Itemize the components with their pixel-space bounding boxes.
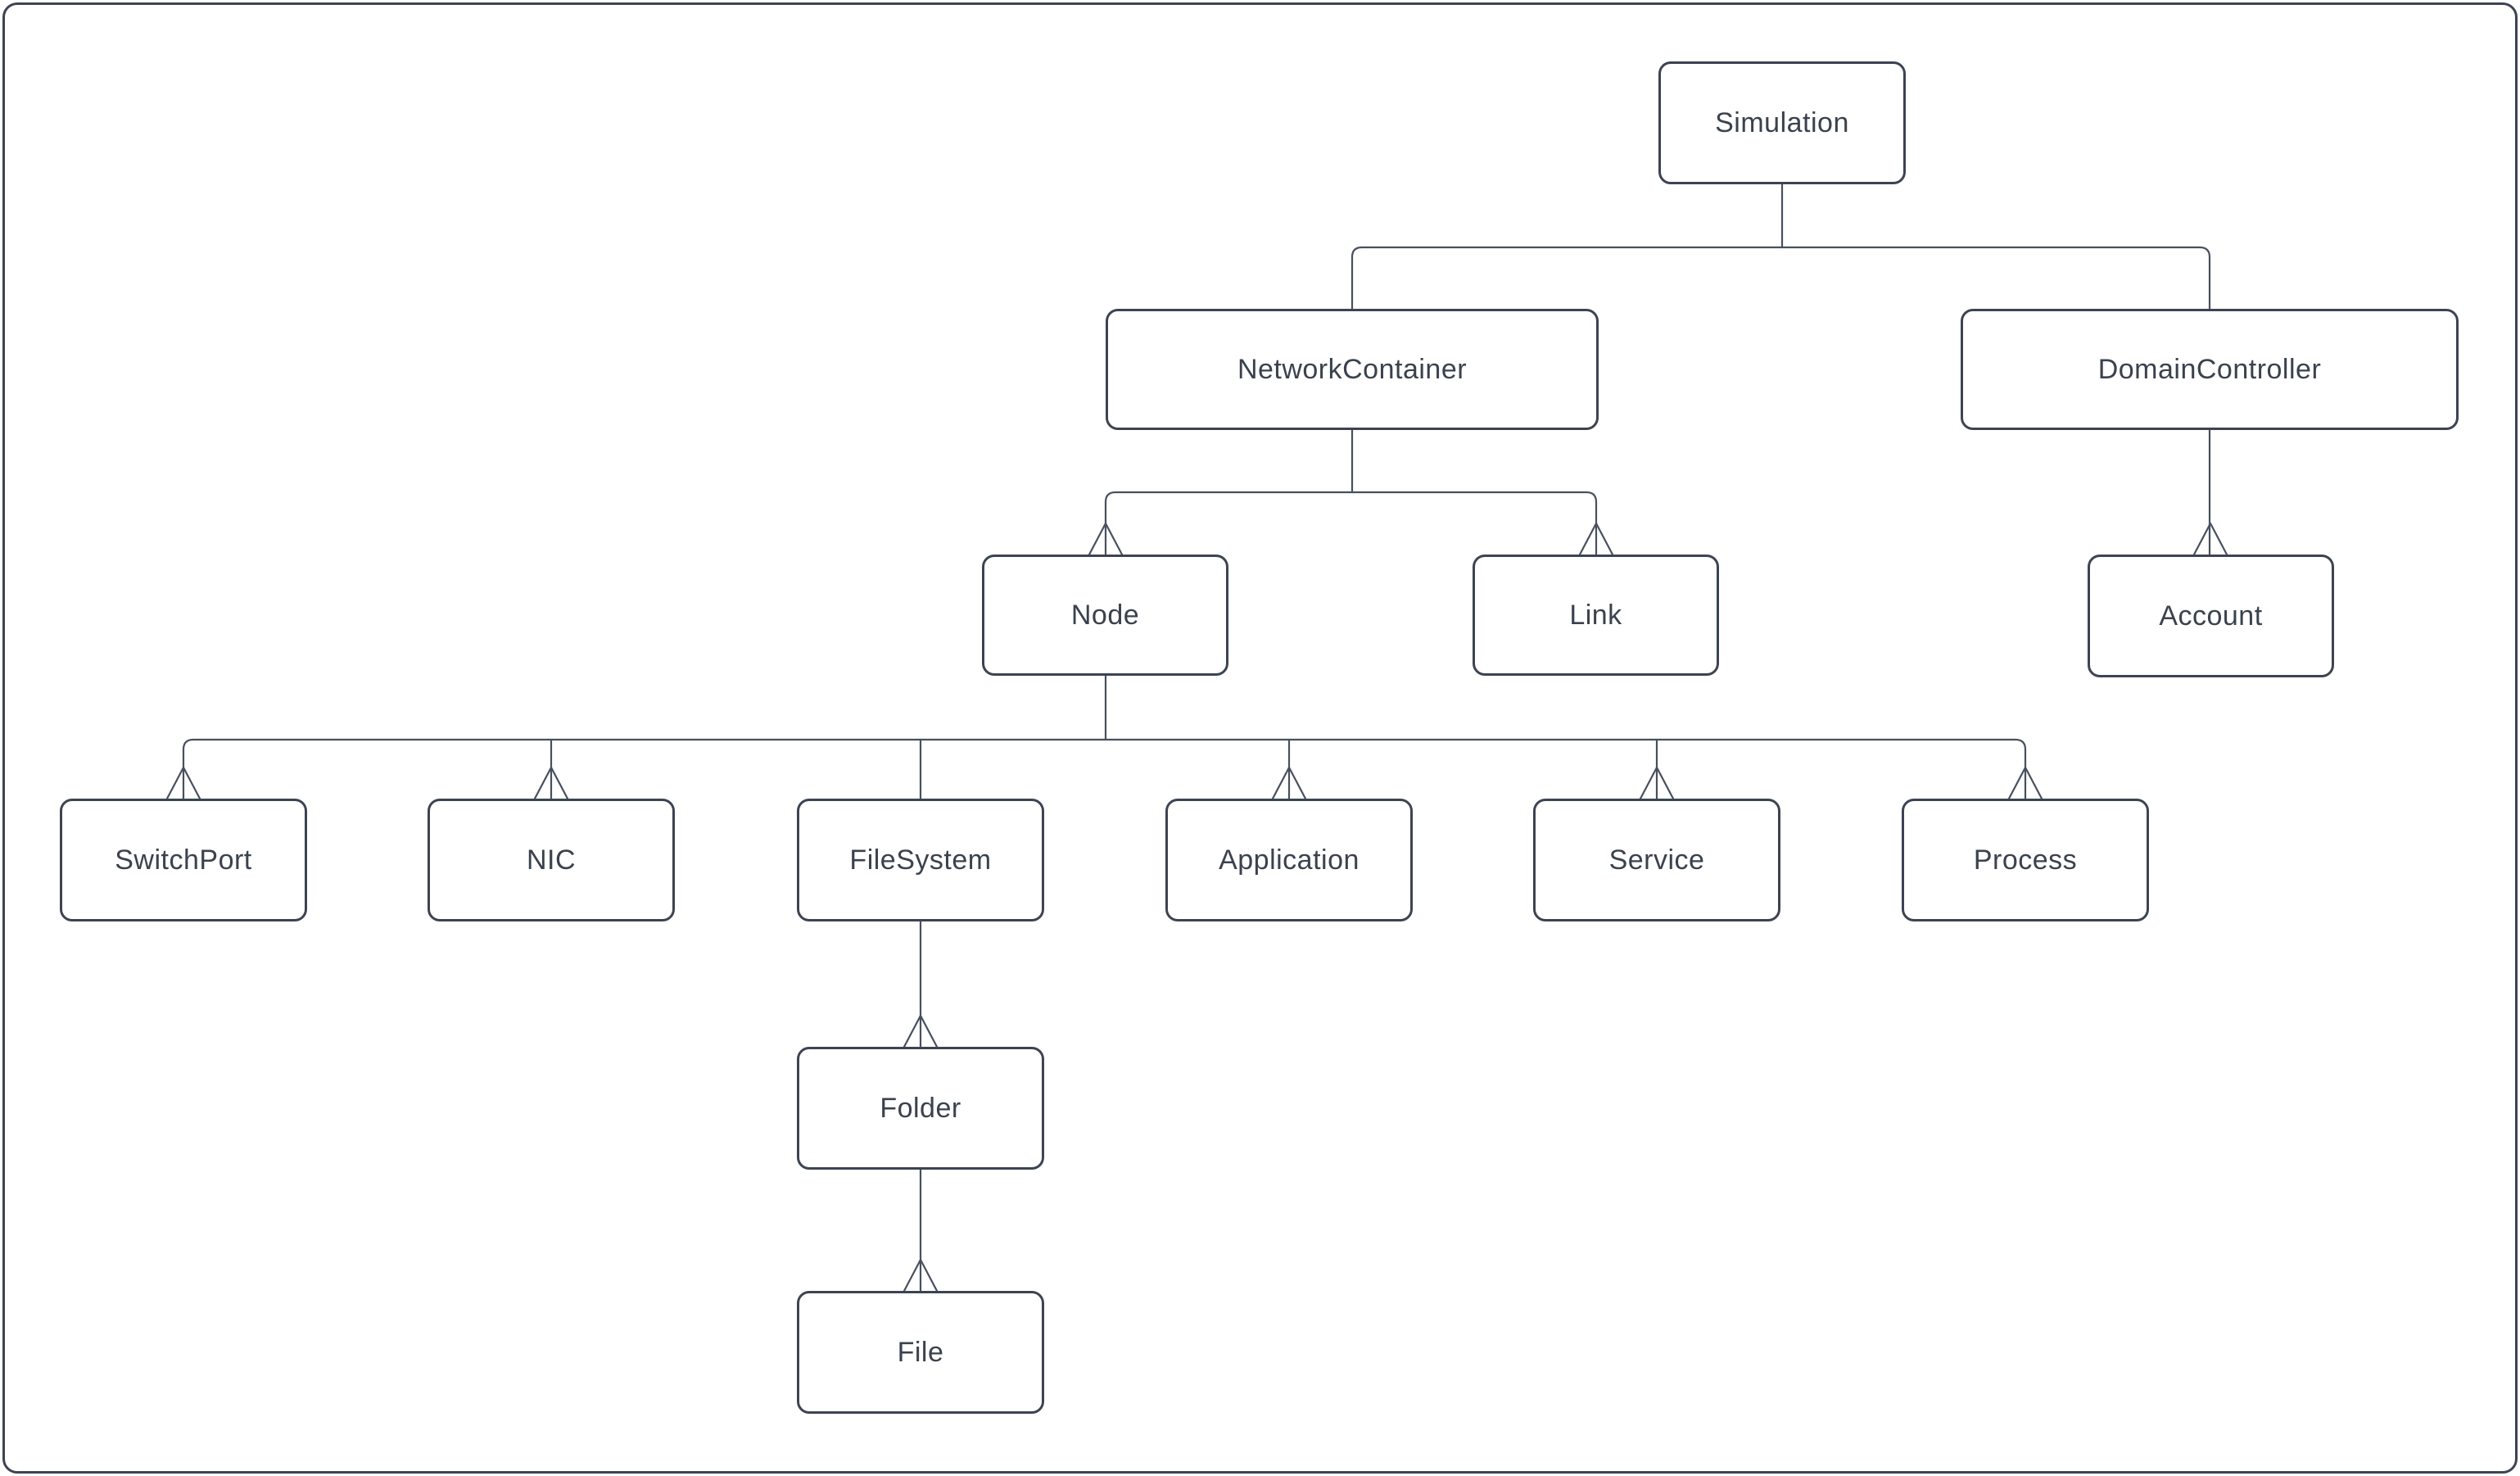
inheritance-arrow-application-icon: [1271, 766, 1307, 800]
node-file[interactable]: File: [797, 1291, 1044, 1414]
inheritance-arrow-switchport-icon: [165, 766, 201, 800]
node-label: NetworkContainer: [1237, 353, 1468, 385]
connector-networkcontainer-children: [1104, 491, 1598, 556]
node-filesystem[interactable]: FileSystem: [797, 799, 1044, 921]
node-label: SwitchPort: [115, 844, 252, 876]
node-nic[interactable]: NIC: [428, 799, 675, 921]
inheritance-arrow-folder-icon: [903, 1014, 939, 1048]
node-label: File: [897, 1336, 944, 1368]
inheritance-arrow-nic-icon: [533, 766, 569, 800]
connector-node-children: [182, 738, 2027, 800]
node-process[interactable]: Process: [1902, 799, 2149, 921]
node-label: DomainController: [2097, 353, 2322, 385]
node-label: Account: [2159, 600, 2263, 632]
node-folder[interactable]: Folder: [797, 1047, 1044, 1170]
node-label: Folder: [880, 1092, 961, 1124]
node-node[interactable]: Node: [982, 555, 1228, 676]
node-label: NIC: [526, 844, 577, 876]
connector-simulation-children: [1350, 246, 2211, 310]
node-label: Application: [1219, 844, 1360, 876]
node-application[interactable]: Application: [1165, 799, 1413, 921]
node-label: Service: [1608, 844, 1705, 876]
inheritance-arrow-process-icon: [2007, 766, 2043, 800]
node-switchport[interactable]: SwitchPort: [60, 799, 307, 921]
inheritance-arrow-account-icon: [2192, 522, 2228, 556]
node-label: Link: [1569, 599, 1622, 631]
node-service[interactable]: Service: [1533, 799, 1780, 921]
node-label: FileSystem: [849, 844, 992, 876]
node-label: Simulation: [1715, 106, 1849, 138]
node-link[interactable]: Link: [1473, 555, 1719, 676]
inheritance-arrow-file-icon: [903, 1258, 939, 1293]
node-account[interactable]: Account: [2088, 555, 2334, 677]
inheritance-arrow-service-icon: [1639, 766, 1675, 800]
inheritance-arrow-node-icon: [1088, 522, 1124, 556]
node-simulation[interactable]: Simulation: [1658, 61, 1906, 184]
node-label: Process: [1973, 844, 2078, 876]
node-domaincontroller[interactable]: DomainController: [1961, 309, 2459, 430]
node-label: Node: [1070, 599, 1140, 631]
inheritance-arrow-link-icon: [1578, 522, 1614, 556]
node-networkcontainer[interactable]: NetworkContainer: [1106, 309, 1599, 430]
